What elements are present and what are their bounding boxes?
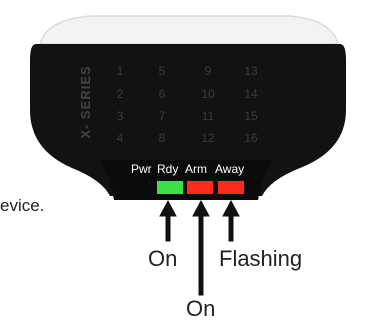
ready-state-caption: On bbox=[148, 246, 178, 271]
indicator-label-ready: Rdy bbox=[157, 162, 179, 176]
arrow-ready-head bbox=[159, 199, 177, 217]
zone-number: 2 bbox=[116, 87, 124, 101]
arrow-ready-shaft bbox=[165, 212, 171, 242]
zone-number: 14 bbox=[244, 87, 258, 101]
zone-number: 3 bbox=[116, 109, 124, 123]
arrow-away-shaft bbox=[228, 212, 234, 242]
zone-number: 13 bbox=[244, 64, 258, 78]
zone-number: 12 bbox=[201, 131, 215, 145]
away-state-caption: Flashing bbox=[219, 246, 303, 271]
zone-number: 4 bbox=[116, 131, 124, 145]
zone-number: 11 bbox=[201, 109, 215, 123]
side-text-fragment: evice. bbox=[0, 196, 45, 215]
device-panel bbox=[30, 44, 346, 196]
arrow-away-head bbox=[222, 199, 240, 217]
arrow-arm-shaft bbox=[198, 212, 204, 296]
arrow-arm-head bbox=[192, 199, 210, 217]
indicator-label-power: Pwr bbox=[131, 162, 152, 176]
zone-number: 5 bbox=[158, 64, 166, 78]
ready-led bbox=[156, 180, 184, 195]
away-led bbox=[217, 180, 245, 195]
annotation-arrows bbox=[159, 199, 240, 296]
arm-led bbox=[186, 180, 214, 195]
arm-state-caption: On bbox=[186, 296, 216, 321]
zone-number: 1 bbox=[116, 64, 124, 78]
device-top-cap bbox=[39, 15, 339, 45]
indicator-label-away: Away bbox=[215, 162, 245, 176]
zone-number: 6 bbox=[158, 87, 166, 101]
zone-number: 8 bbox=[158, 131, 166, 145]
indicator-label-arm: Arm bbox=[185, 162, 207, 176]
zone-number: 10 bbox=[201, 87, 215, 101]
zone-number: 15 bbox=[244, 109, 258, 123]
zone-number: 7 bbox=[158, 109, 166, 123]
zone-number: 16 bbox=[244, 131, 258, 145]
zone-number: 9 bbox=[204, 64, 212, 78]
